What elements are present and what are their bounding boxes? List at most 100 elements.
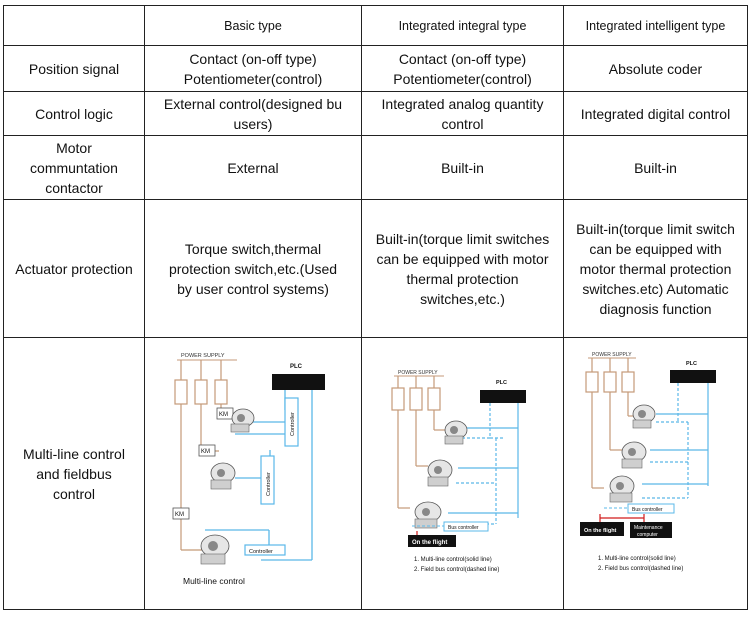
power-supply-label: POWER SUPPLY <box>592 352 632 358</box>
controller-box-1 <box>284 397 299 447</box>
actuator-motor-3 <box>200 534 230 565</box>
cell-intelligent-position: Absolute coder <box>563 45 748 92</box>
plc-block <box>272 374 325 390</box>
comparison-table: Basic type Integrated integral type Inte… <box>3 5 748 610</box>
text-line: Built-in(torque limit switch <box>576 220 735 237</box>
text-line: switches.etc) Automatic <box>582 280 729 297</box>
cell-integral-position: Contact (on-off type)Potentiometer(contr… <box>361 45 564 92</box>
power-supply-label: POWER SUPPLY <box>398 370 438 376</box>
text-line: Built-in(torque limit switches <box>375 230 550 247</box>
text-line: External control(designed bu <box>163 95 343 112</box>
text-line: control <box>441 115 484 132</box>
diagram-integral: POWER SUPPLY PLC <box>361 337 564 610</box>
cell-integral-contactor: Built-in <box>361 135 564 200</box>
cell-basic-contactor: External <box>144 135 362 200</box>
text-line: control <box>52 485 96 502</box>
km-label: KM <box>201 449 210 455</box>
text-line: Multi-line control <box>23 445 125 462</box>
maintenance-label: Maintenance <box>634 525 663 531</box>
text-line: Absolute coder <box>608 60 703 77</box>
legend-line-1: 1. Multi-line control(solid line) <box>414 557 492 563</box>
plc-label: PLC <box>686 361 697 367</box>
bus-controller-label: Bus controller <box>632 507 663 513</box>
controller-label: Controller <box>266 472 272 496</box>
cell-basic-control: External control(designed bu users) <box>144 91 362 136</box>
intelligent-wiring-diagram: POWER SUPPLY PLC <box>580 352 716 572</box>
km-label: KM <box>175 512 184 518</box>
header-empty-cell <box>3 5 145 46</box>
text-line: users) <box>233 115 273 132</box>
controller-box-3 <box>244 544 286 556</box>
on-the-flight-block <box>580 522 624 536</box>
text-line: Contact (on-off type) <box>398 50 527 67</box>
actuator-motor-1 <box>444 420 468 445</box>
dashed-bus-lines <box>642 383 689 499</box>
actuator-motor-2 <box>210 462 236 490</box>
on-the-flight-label: On the flight <box>412 540 447 546</box>
text-line: diagnosis function <box>599 300 712 317</box>
actuator-motor-3 <box>609 475 635 503</box>
km-label: KM <box>219 412 228 418</box>
cell-intelligent-contactor: Built-in <box>563 135 748 200</box>
text-line: protection switch,etc.(Used <box>168 260 338 277</box>
cell-intelligent-control: Integrated digital control <box>563 91 748 136</box>
header-integrated-integral-type: Integrated integral type <box>361 5 564 46</box>
legend-line-2: 2. Field bus control(dashed line) <box>414 567 499 573</box>
text-line: Integrated analog quantity <box>381 95 544 112</box>
km-box-3 <box>172 507 190 520</box>
row-label-multi-line: Multi-line control and fieldbus control <box>3 337 145 610</box>
text-line: Torque switch,thermal <box>184 240 322 257</box>
text-line: motor thermal protection <box>579 260 732 277</box>
text-line: contactor <box>45 179 103 196</box>
text-line: Potentiometer(control) <box>183 70 323 87</box>
row-control-logic: Control logic External control(designed … <box>3 91 748 136</box>
text-line: thermal protection <box>406 270 519 287</box>
diagram-intelligent: POWER SUPPLY PLC <box>563 337 748 610</box>
diagram-basic: POWER SUPPLY KM KM KM <box>144 337 362 610</box>
cell-integral-control: Integrated analog quantity control <box>361 91 564 136</box>
controller-label: Controller <box>249 549 273 555</box>
cell-basic-position: Contact (on-off type) Potentiometer(contr… <box>144 45 362 92</box>
row-position-signal: Position signal Contact (on-off type) Pot… <box>3 45 748 92</box>
text-line: can be equipped with <box>589 240 722 257</box>
bus-controller-box <box>627 503 675 514</box>
text-line: switches,etc.) <box>420 290 505 307</box>
text-line: can be equipped with motor <box>376 250 549 267</box>
on-the-flight-label: On the flight <box>584 528 617 534</box>
bus-controller-label: Bus controller <box>448 525 479 531</box>
integral-wiring-diagram: POWER SUPPLY PLC <box>391 370 526 573</box>
fuse-group <box>391 376 446 509</box>
basic-wiring-diagram: POWER SUPPLY KM KM KM <box>172 353 325 586</box>
cell-basic-protection: Torque switch,thermal protection switch,e… <box>144 199 362 338</box>
text-line: and fieldbus <box>36 465 112 482</box>
actuator-motor-3 <box>414 501 442 529</box>
cell-intelligent-protection: Built-in(torque limit switch can be equip… <box>563 199 748 338</box>
power-supply-label: POWER SUPPLY <box>181 353 225 359</box>
fuse-group <box>585 358 640 489</box>
text-line: Motor <box>56 139 92 156</box>
plc-label: PLC <box>290 364 303 370</box>
km-box-2 <box>198 444 216 457</box>
cell-integral-protection: Built-in(torque limit switches can be equ… <box>361 199 564 338</box>
actuator-motor-1 <box>230 408 255 433</box>
legend-line-1: 1. Multi-line control(solid line) <box>598 556 676 562</box>
maintenance-computer-block <box>630 522 672 538</box>
plc-block <box>670 370 716 383</box>
row-actuator-protection: Actuator protection Torque switch,therma… <box>3 199 748 338</box>
header-row: Basic type Integrated integral type Inte… <box>3 5 748 46</box>
header-integrated-intelligent-type: Integrated intelligent type <box>563 5 748 46</box>
on-the-flight-block <box>408 535 456 547</box>
legend-line-2: 2. Field bus control(dashed line) <box>598 566 683 572</box>
solid-control-lines <box>642 383 709 486</box>
controller-label: Controller <box>290 412 296 436</box>
diagram-caption: Multi-line control <box>183 576 245 586</box>
actuator-motor-2 <box>621 441 647 469</box>
row-multi-line-control: Multi-line control and fieldbus control PO… <box>3 337 748 610</box>
text-line: Contact (on-off type) <box>189 50 317 67</box>
computer-label: computer <box>637 532 658 538</box>
row-label-position-signal: Position signal <box>3 45 145 92</box>
plc-block <box>480 390 526 403</box>
actuator-motor-2 <box>427 459 453 487</box>
